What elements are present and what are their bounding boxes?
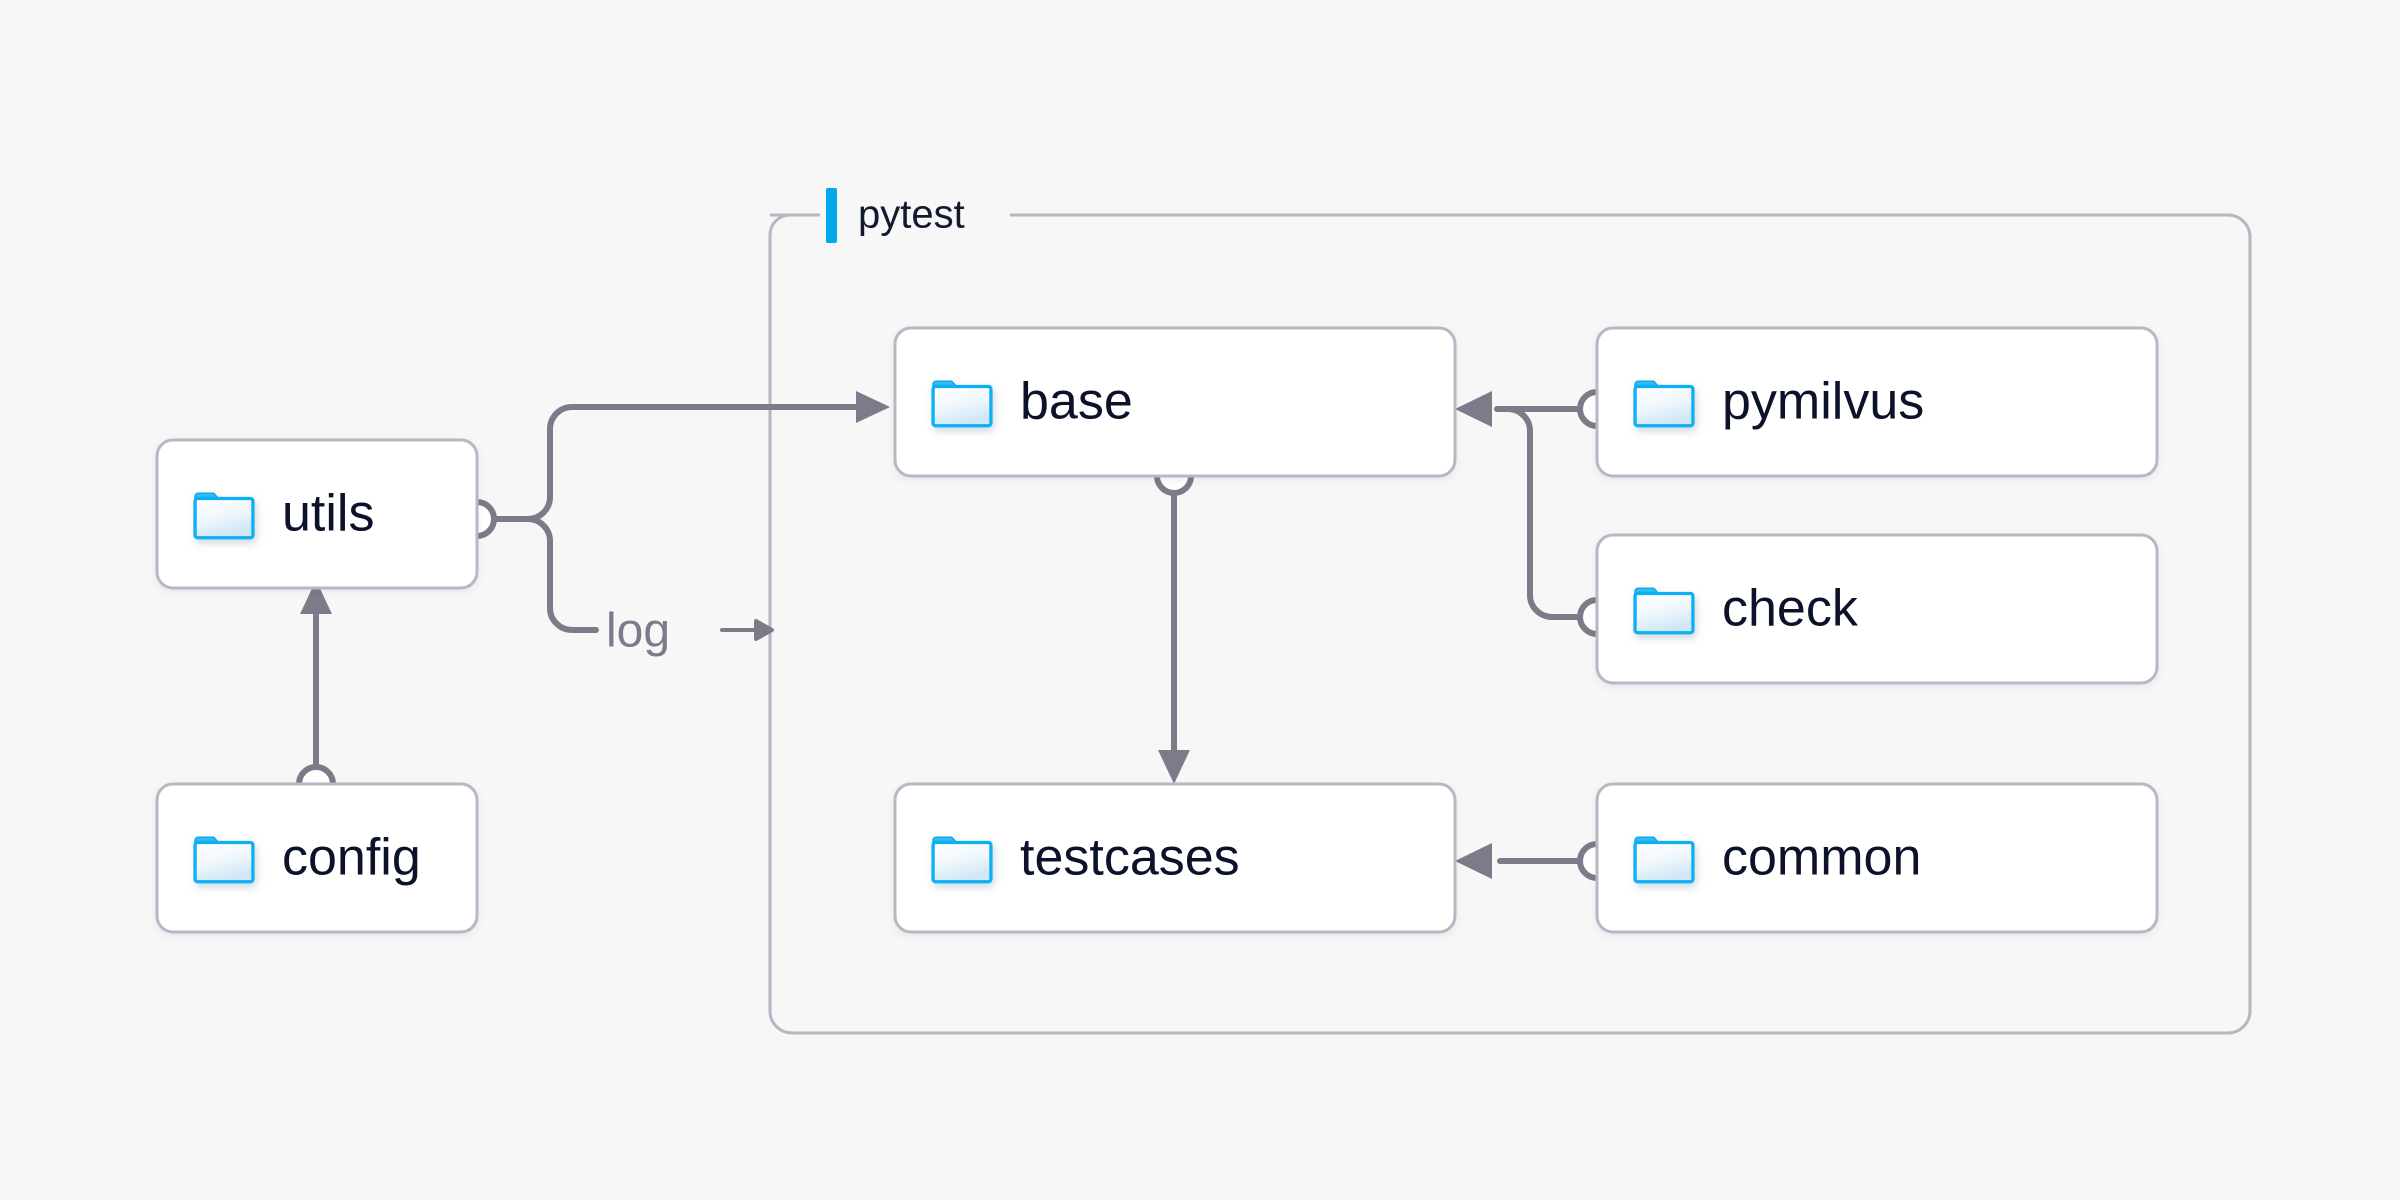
node-base-label: base	[1020, 373, 1133, 431]
edge-pymilvus-base-arrowhead	[1455, 391, 1492, 427]
node-common-box[interactable]	[1595, 782, 2159, 934]
node-utils[interactable]: utils	[155, 438, 479, 590]
node-testcases[interactable]: testcases	[893, 782, 1457, 934]
folder-icon	[1633, 379, 1695, 428]
group-accent-bar	[826, 188, 837, 243]
node-check[interactable]: check	[1595, 533, 2159, 685]
node-testcases-box[interactable]	[893, 782, 1457, 934]
edge-common-testcases-arrowhead	[1455, 843, 1492, 879]
node-config-label: config	[282, 829, 421, 887]
node-common-label: common	[1722, 829, 1921, 887]
node-pymilvus-box[interactable]	[1595, 326, 2159, 478]
edge-base-testcases-arrowhead	[1158, 750, 1190, 784]
node-config[interactable]: config	[155, 782, 479, 934]
node-pymilvus[interactable]: pymilvus	[1595, 326, 2159, 478]
edge-utils-base-line	[525, 404, 861, 522]
edge-config-utils-arrowhead	[300, 580, 332, 614]
folder-icon	[1633, 835, 1695, 884]
edge-check-base-line	[1494, 406, 1583, 620]
edge-base-testcases	[1154, 456, 1194, 784]
edge-label-log: log	[606, 605, 670, 658]
edge-utils-log-line	[525, 516, 599, 633]
edge-log-arrow-icon	[720, 619, 774, 641]
folder-icon	[1633, 586, 1695, 635]
node-utils-box[interactable]	[155, 438, 479, 590]
folder-icon	[193, 835, 255, 884]
group-frame	[768, 213, 2252, 1035]
edge-utils-base-arrowhead	[856, 391, 890, 423]
node-utils-label: utils	[282, 485, 374, 543]
node-check-label: check	[1722, 580, 1859, 638]
group-label-pytest: pytest	[858, 193, 965, 237]
node-base[interactable]: base	[893, 326, 1457, 478]
node-config-box[interactable]	[155, 782, 479, 934]
folder-icon	[193, 491, 255, 540]
edge-config-utils	[296, 580, 336, 804]
group-container-pytest: pytest	[768, 188, 2252, 1035]
node-check-box[interactable]	[1595, 533, 2159, 685]
folder-icon	[931, 835, 993, 884]
edge-utils-branch: log	[457, 391, 890, 658]
node-testcases-label: testcases	[1020, 829, 1240, 887]
node-base-box[interactable]	[893, 326, 1457, 478]
edge-pymilvus-base	[1455, 389, 1617, 429]
edge-common-testcases	[1455, 841, 1617, 881]
node-common[interactable]: common	[1595, 782, 2159, 934]
folder-icon	[931, 379, 993, 428]
node-pymilvus-label: pymilvus	[1722, 373, 1924, 431]
